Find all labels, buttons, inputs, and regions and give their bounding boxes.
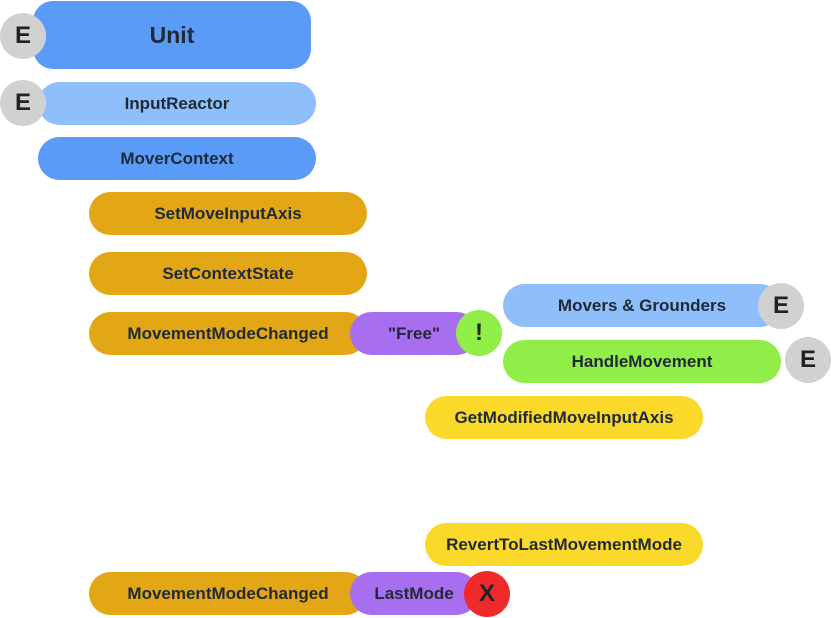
set-move-input-axis-label: SetMoveInputAxis	[154, 203, 302, 223]
input-reactor-node: InputReactor	[38, 82, 316, 125]
movers-grounders-event-badge: E	[758, 283, 804, 329]
free-param-label: "Free"	[387, 323, 441, 343]
last-mode-param-label: LastMode	[374, 583, 454, 603]
input-reactor-event-badge: E	[0, 80, 46, 126]
revert-to-last-movement-mode-label: RevertToLastMovementMode	[446, 534, 682, 554]
movement-mode-changed-label-2: MovementModeChanged	[127, 583, 329, 603]
handle-movement-node: HandleMovement	[503, 340, 781, 383]
handle-movement-label: HandleMovement	[571, 351, 713, 371]
free-exclaim-badge: !	[456, 310, 502, 356]
mover-context-label: MoverContext	[120, 148, 234, 168]
set-context-state-label: SetContextState	[162, 263, 294, 283]
get-modified-move-input-axis-label: GetModifiedMoveInputAxis	[454, 407, 674, 427]
last-mode-param-node: LastMode	[350, 572, 478, 615]
unit-event-badge: E	[0, 13, 46, 59]
last-mode-cancel-badge: X	[464, 571, 510, 617]
mover-context-node: MoverContext	[38, 137, 316, 180]
unit-label: Unit	[149, 21, 195, 48]
unit-node: Unit	[33, 1, 311, 69]
get-modified-move-input-axis-node: GetModifiedMoveInputAxis	[425, 396, 703, 439]
movers-grounders-label: Movers & Grounders	[557, 295, 727, 315]
movement-mode-changed-node-2: MovementModeChanged	[89, 572, 367, 615]
movement-mode-changed-node-1: MovementModeChanged	[89, 312, 367, 355]
input-reactor-label: InputReactor	[124, 93, 230, 113]
movers-grounders-node: Movers & Grounders	[503, 284, 781, 327]
revert-to-last-movement-mode-node: RevertToLastMovementMode	[425, 523, 703, 566]
handle-movement-event-badge: E	[785, 337, 831, 383]
movement-mode-changed-label-1: MovementModeChanged	[127, 323, 329, 343]
set-context-state-node: SetContextState	[89, 252, 367, 295]
set-move-input-axis-node: SetMoveInputAxis	[89, 192, 367, 235]
